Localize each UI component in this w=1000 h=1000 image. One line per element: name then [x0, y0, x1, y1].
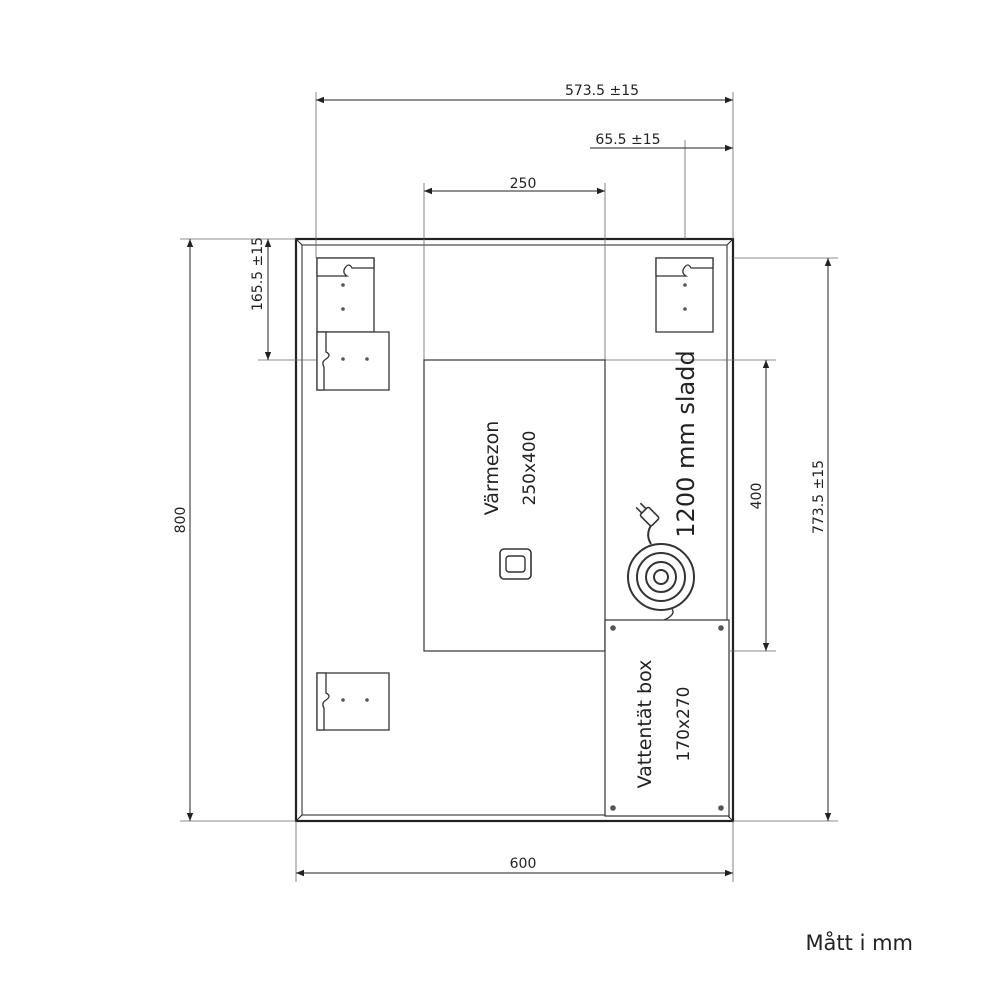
dim-top-total: 573.5 ±15 [565, 83, 639, 99]
bracket-mid-left [316, 331, 390, 391]
cable-coil-icon [627, 521, 695, 622]
bracket-bottom-left [316, 672, 390, 731]
dim-height: 800 [173, 507, 189, 534]
dim-right-total: 773.5 ±15 [811, 460, 827, 534]
plug-icon [635, 502, 660, 527]
bracket-top-left [316, 257, 375, 333]
waterproof-box-label: Vattentät box [634, 660, 656, 789]
dim-heat-width: 250 [510, 176, 537, 192]
dimension-lines [186, 96, 832, 877]
waterproof-box: Vattentät box 170x270 [604, 619, 730, 817]
heating-zone-size: 250x400 [520, 431, 540, 506]
switch-icon [499, 548, 532, 580]
dim-bracket-offset: 165.5 ±15 [250, 237, 266, 311]
dim-bottom-width: 600 [510, 856, 537, 872]
bracket-top-right [655, 257, 714, 333]
heating-zone-label: Värmezon [481, 421, 503, 515]
heating-zone: Värmezon 250x400 [423, 359, 606, 652]
mirror-frame [294, 237, 735, 823]
dim-top-offset: 65.5 ±15 [595, 132, 660, 148]
dim-heat-height: 400 [749, 483, 765, 510]
cord-label: 1200 mm sladd [672, 350, 700, 537]
waterproof-box-size: 170x270 [674, 687, 694, 762]
units-note: Mått i mm [805, 930, 913, 955]
